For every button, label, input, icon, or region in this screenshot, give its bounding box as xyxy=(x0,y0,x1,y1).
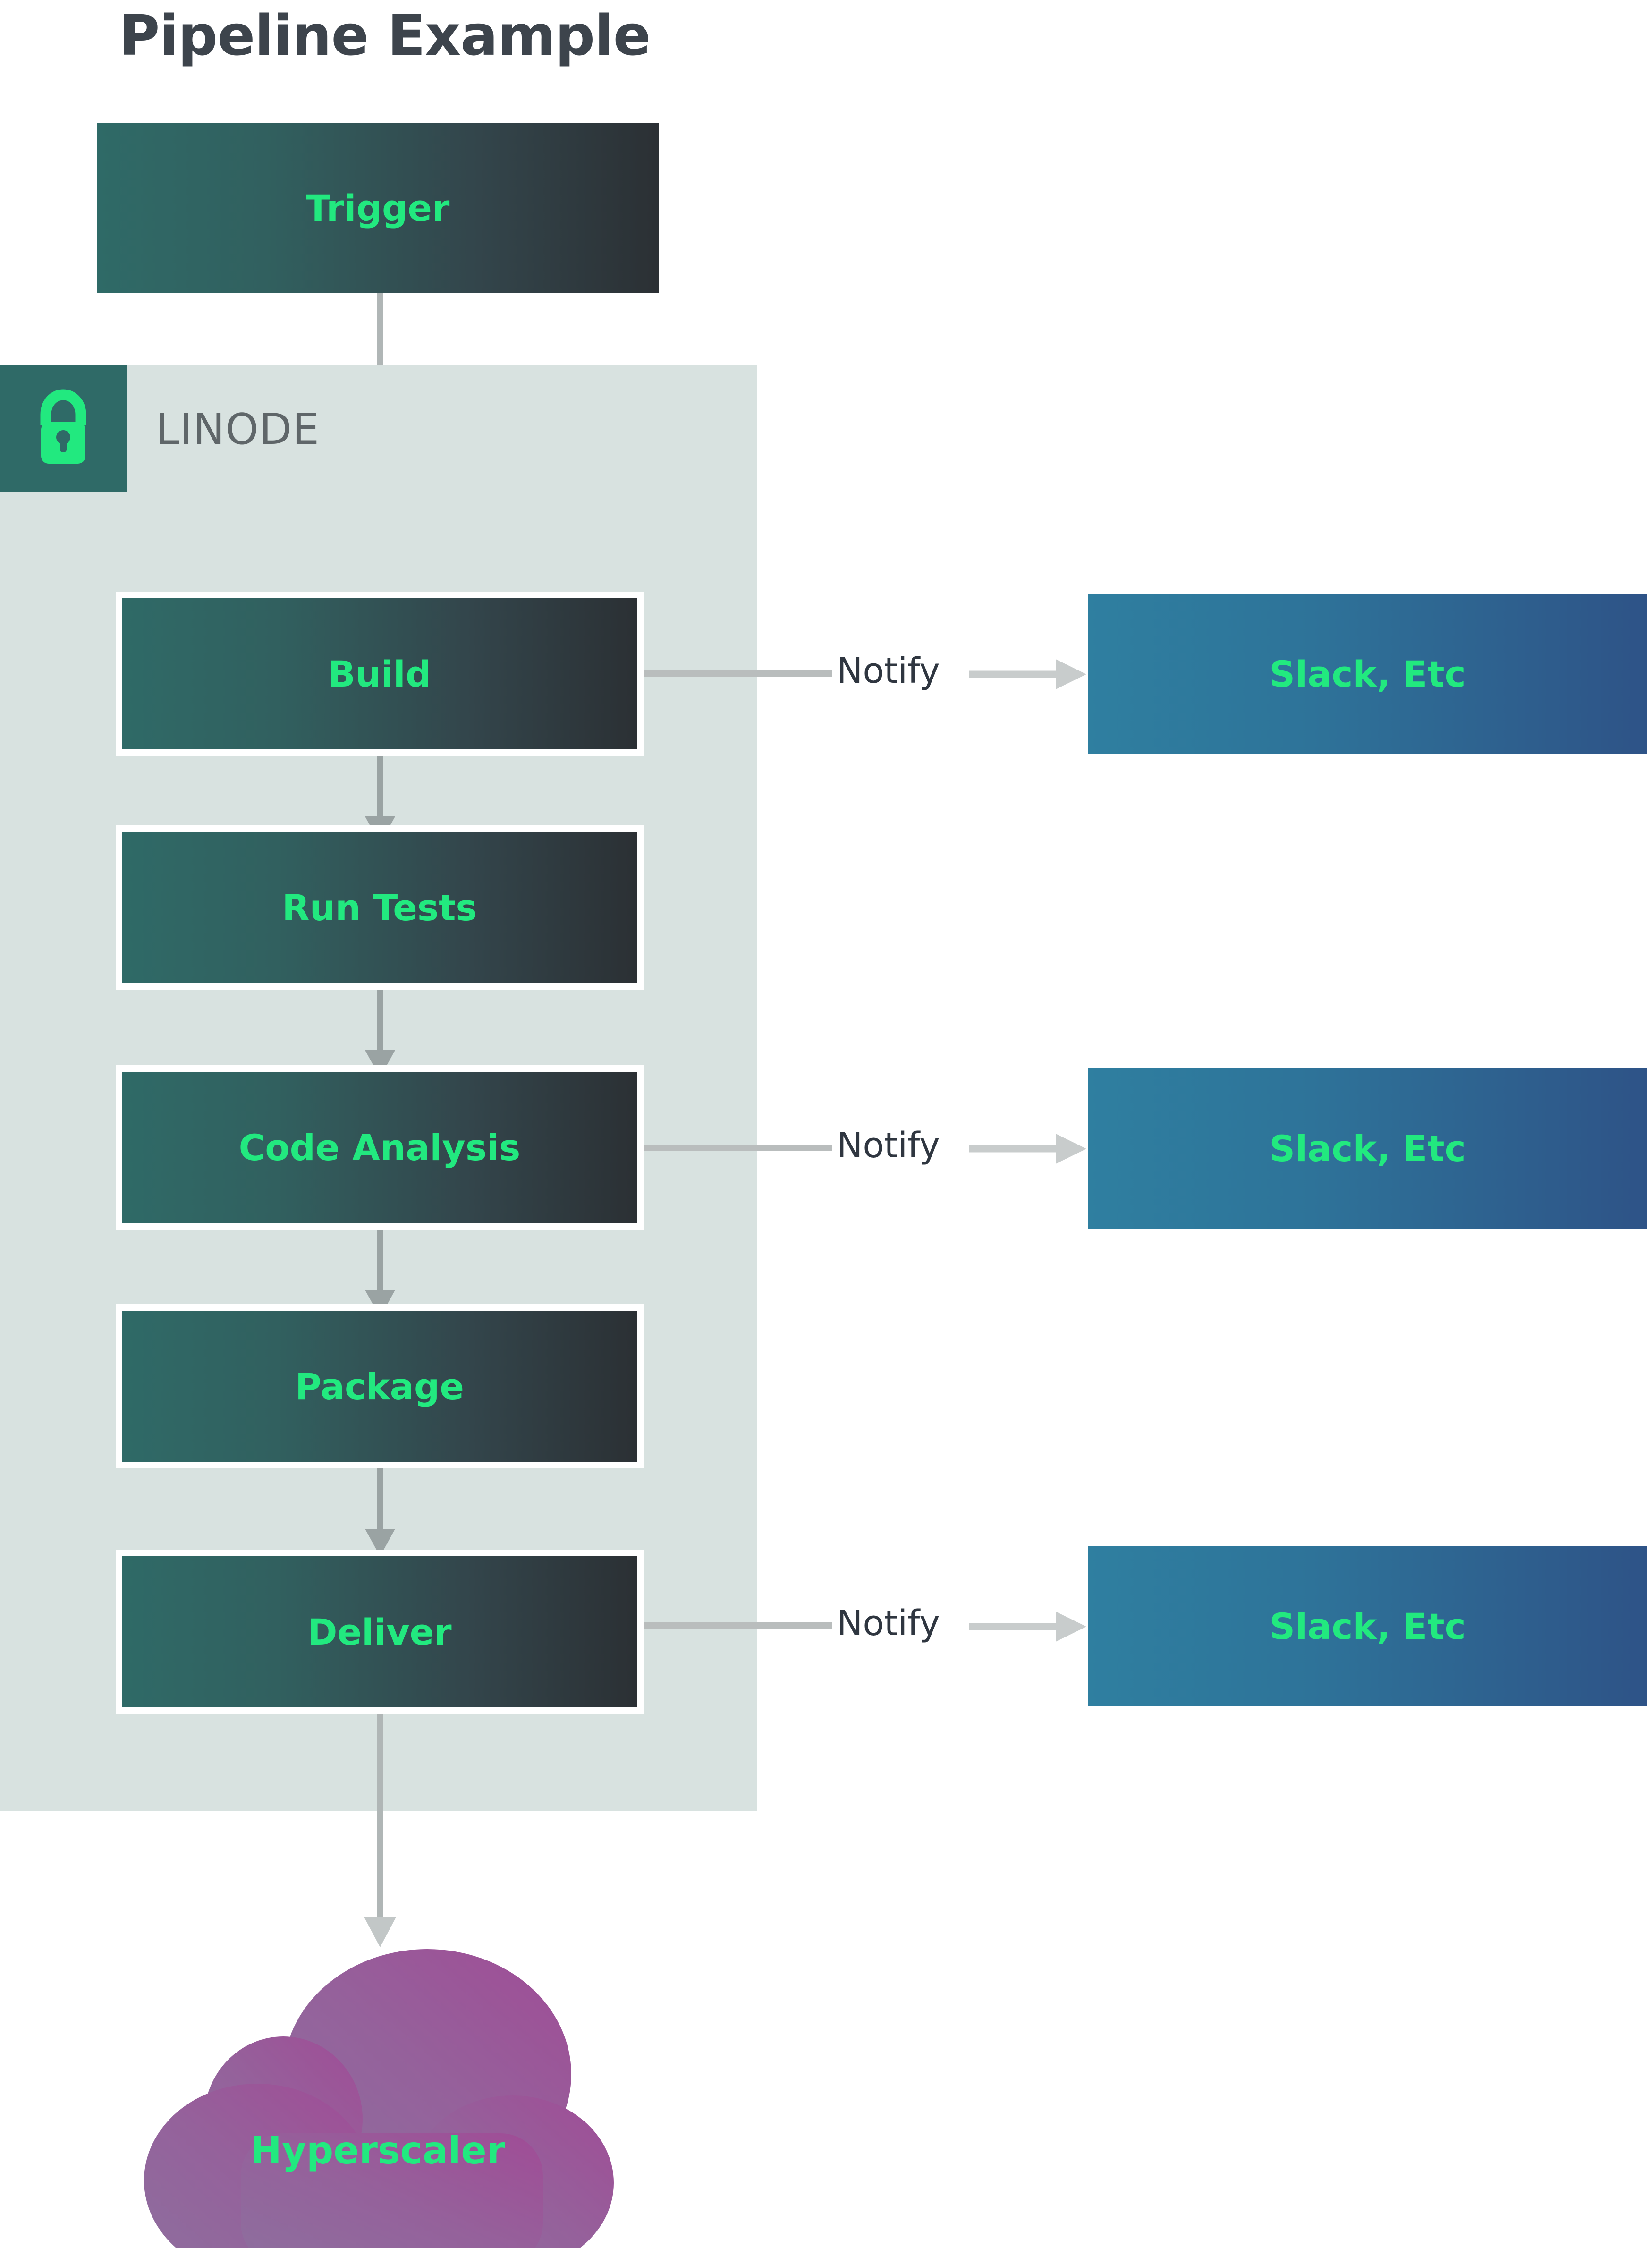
node-hyperscaler-label: Hyperscaler xyxy=(250,2129,506,2172)
node-slack-3-label: Slack, Etc xyxy=(1269,1605,1466,1647)
notify-label-code-analysis: Notify xyxy=(837,1125,940,1166)
notify-label-deliver: Notify xyxy=(837,1603,940,1644)
cloud-icon xyxy=(144,1949,614,2248)
node-trigger[interactable]: Trigger xyxy=(97,123,659,293)
node-package[interactable]: Package xyxy=(116,1304,644,1468)
connector-notify-arrow-deliver xyxy=(969,1612,1086,1642)
notify-label-build: Notify xyxy=(837,651,940,691)
lock-badge xyxy=(0,365,127,492)
node-slack-2-label: Slack, Etc xyxy=(1269,1127,1466,1170)
lock-icon xyxy=(40,389,86,464)
node-build[interactable]: Build xyxy=(116,592,644,756)
node-trigger-label: Trigger xyxy=(305,187,450,229)
linode-zone-label: LINODE xyxy=(156,405,320,454)
node-code-analysis[interactable]: Code Analysis xyxy=(116,1065,644,1230)
node-deliver[interactable]: Deliver xyxy=(116,1550,644,1714)
node-hyperscaler[interactable]: Hyperscaler xyxy=(139,1944,616,2248)
node-run-tests[interactable]: Run Tests xyxy=(116,825,644,990)
node-deliver-label: Deliver xyxy=(307,1611,452,1653)
connector-notify-arrow-build xyxy=(969,659,1086,689)
node-package-label: Package xyxy=(295,1365,464,1408)
node-slack-1-label: Slack, Etc xyxy=(1269,653,1466,695)
node-slack-3[interactable]: Slack, Etc xyxy=(1088,1546,1647,1706)
node-run-tests-label: Run Tests xyxy=(282,886,477,929)
node-code-analysis-label: Code Analysis xyxy=(238,1126,521,1169)
node-slack-2[interactable]: Slack, Etc xyxy=(1088,1068,1647,1229)
page-title: Pipeline Example xyxy=(119,3,651,68)
node-build-label: Build xyxy=(328,653,432,695)
node-slack-1[interactable]: Slack, Etc xyxy=(1088,594,1647,754)
connector-notify-arrow-codeanalysis xyxy=(969,1134,1086,1164)
